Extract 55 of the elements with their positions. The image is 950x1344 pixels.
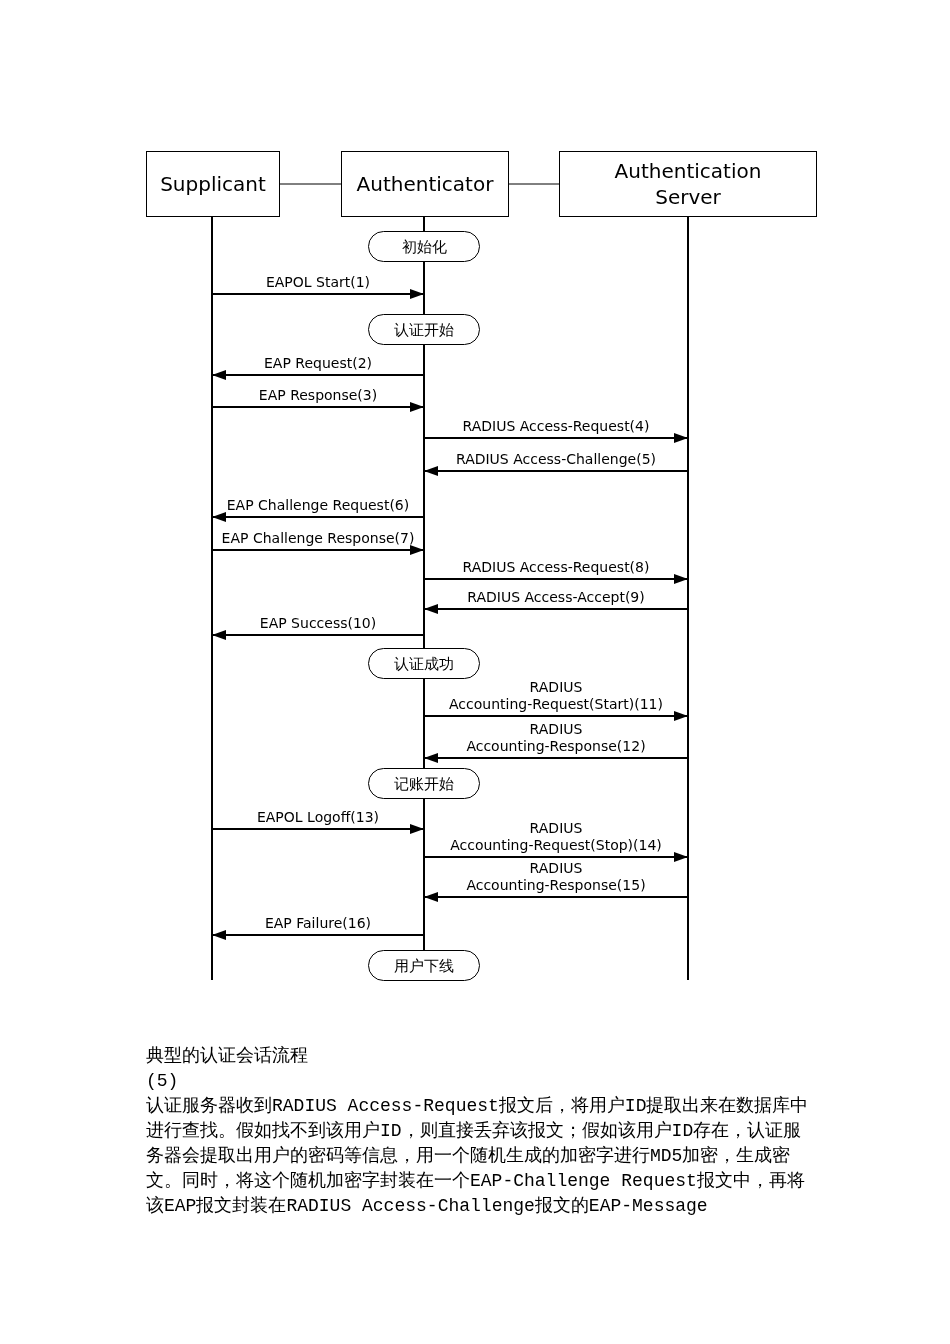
figure-caption: 典型的认证会话流程 [146,1045,308,1068]
state-label: 认证开始 [394,320,454,339]
message-arrow [424,892,688,902]
message-label: RADIUS Access-Challenge(5) [456,451,656,468]
section-number: (5) [146,1070,179,1093]
state-label: 记账开始 [394,774,454,793]
message-label: RADIUS Access-Accept(9) [467,589,645,606]
message-arrow [212,824,424,834]
message-arrow [212,930,424,940]
message-arrow [424,753,688,763]
message-label: EAP Challenge Response(7) [221,530,415,547]
participant-name: Authentication Server [613,158,763,210]
message-label: RADIUS Access-Request(4) [462,418,650,435]
state-label: 认证成功 [394,654,454,673]
message-arrow [424,711,688,721]
message-label: EAP Success(10) [259,615,377,632]
lifeline [423,262,425,314]
lifeline [423,217,425,231]
message-arrow [212,545,424,555]
lifeline [423,799,425,950]
state-label: 初始化 [401,237,447,256]
message-label: EAPOL Logoff(13) [256,809,380,826]
message-label: EAP Response(3) [258,387,378,404]
participant-box [146,151,280,217]
message-label: RADIUS Accounting-Response(15) [465,860,647,894]
message-label: EAP Request(2) [264,355,372,372]
participant-name: Supplicant [160,171,266,197]
connector-line [508,183,560,185]
state-label: 用户下线 [394,956,454,975]
lifeline [211,217,213,980]
message-label: RADIUS Accounting-Request(Stop)(14) [449,820,663,854]
participant-name: Authenticator [356,171,494,197]
message-arrow [212,512,424,522]
message-arrow [424,574,688,584]
lifeline [423,345,425,648]
message-label: EAP Failure(16) [264,915,372,932]
lifeline [687,217,689,980]
message-arrow [424,433,688,443]
message-arrow [212,630,424,640]
message-label: RADIUS Accounting-Request(Start)(11) [448,679,664,713]
message-arrow [424,466,688,476]
lifeline [423,679,425,768]
message-arrow [212,289,424,299]
participant-box [559,151,817,217]
body-paragraph: 认证服务器收到RADIUS Access-Request报文后，将用户ID提取出来在数据库中进行查找。假如找不到该用户ID，则直接丢弃该报文；假如该用户ID存在，认证服务器会提取出用户的密码等信息，用一个随机生成的加密字进行MD5加密，生成密文。同时，将这个随机加密字封装在一个EAP-Challenge Request报文中，再将该EAP报文封装在RADIUS Access-Challenge报文的EAP-Message [146,1095,810,1218]
message-arrow [212,370,424,380]
message-label: RADIUS Access-Request(8) [462,559,650,576]
message-arrow [424,852,688,862]
message-arrow [424,604,688,614]
message-arrow [212,402,424,412]
message-label: EAPOL Start(1) [265,274,371,291]
message-label: RADIUS Accounting-Response(12) [465,721,647,755]
connector-line [279,183,342,185]
participant-box [341,151,509,217]
message-label: EAP Challenge Request(6) [226,497,410,514]
